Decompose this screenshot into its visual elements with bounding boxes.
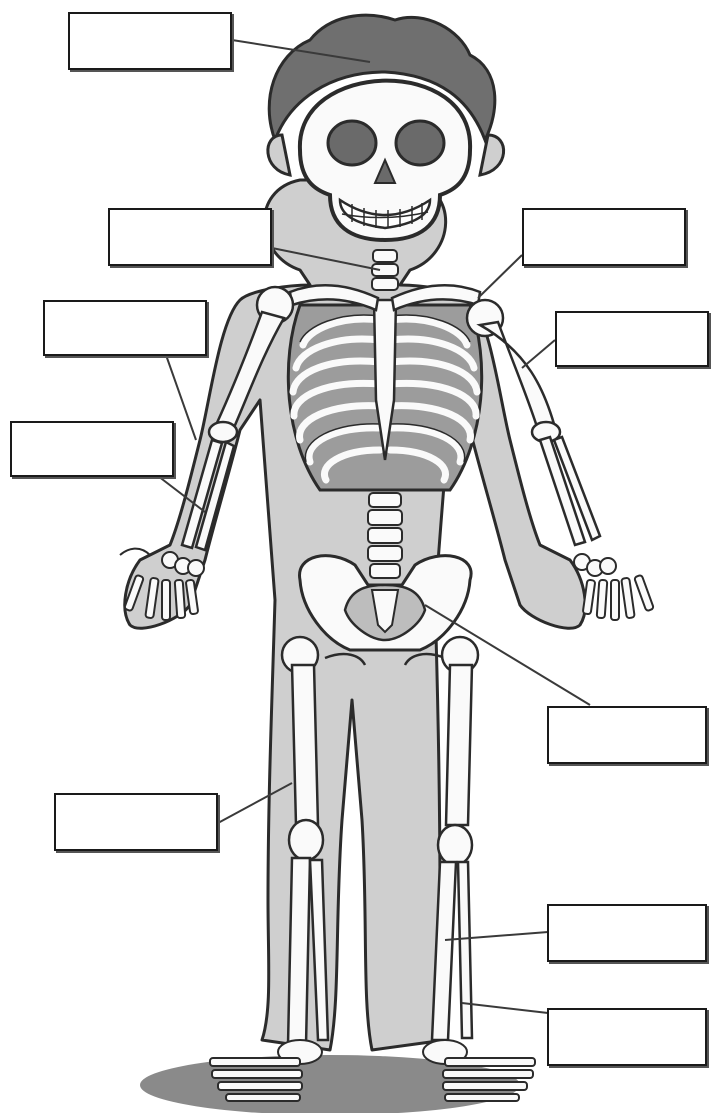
leader-line-shoulder-arm xyxy=(522,340,555,368)
label-box-collarbone[interactable] xyxy=(522,208,686,266)
label-box-femur[interactable] xyxy=(54,793,218,851)
label-box-skull[interactable] xyxy=(68,12,232,70)
right-ear xyxy=(480,135,504,175)
label-box-humerus[interactable] xyxy=(43,300,207,356)
leader-line-foot xyxy=(462,1003,548,1013)
ribcage xyxy=(288,300,481,490)
label-box-spine[interactable] xyxy=(108,208,272,266)
label-box-pelvis[interactable] xyxy=(547,706,707,764)
left-ear xyxy=(268,135,290,175)
left-eye-socket xyxy=(328,121,376,165)
label-box-shoulder-arm[interactable] xyxy=(555,311,709,367)
label-box-foot[interactable] xyxy=(547,1008,707,1066)
label-box-forearm[interactable] xyxy=(10,421,174,477)
right-eye-socket xyxy=(396,121,444,165)
label-box-tibia[interactable] xyxy=(547,904,707,962)
leader-line-collarbone xyxy=(478,255,522,298)
